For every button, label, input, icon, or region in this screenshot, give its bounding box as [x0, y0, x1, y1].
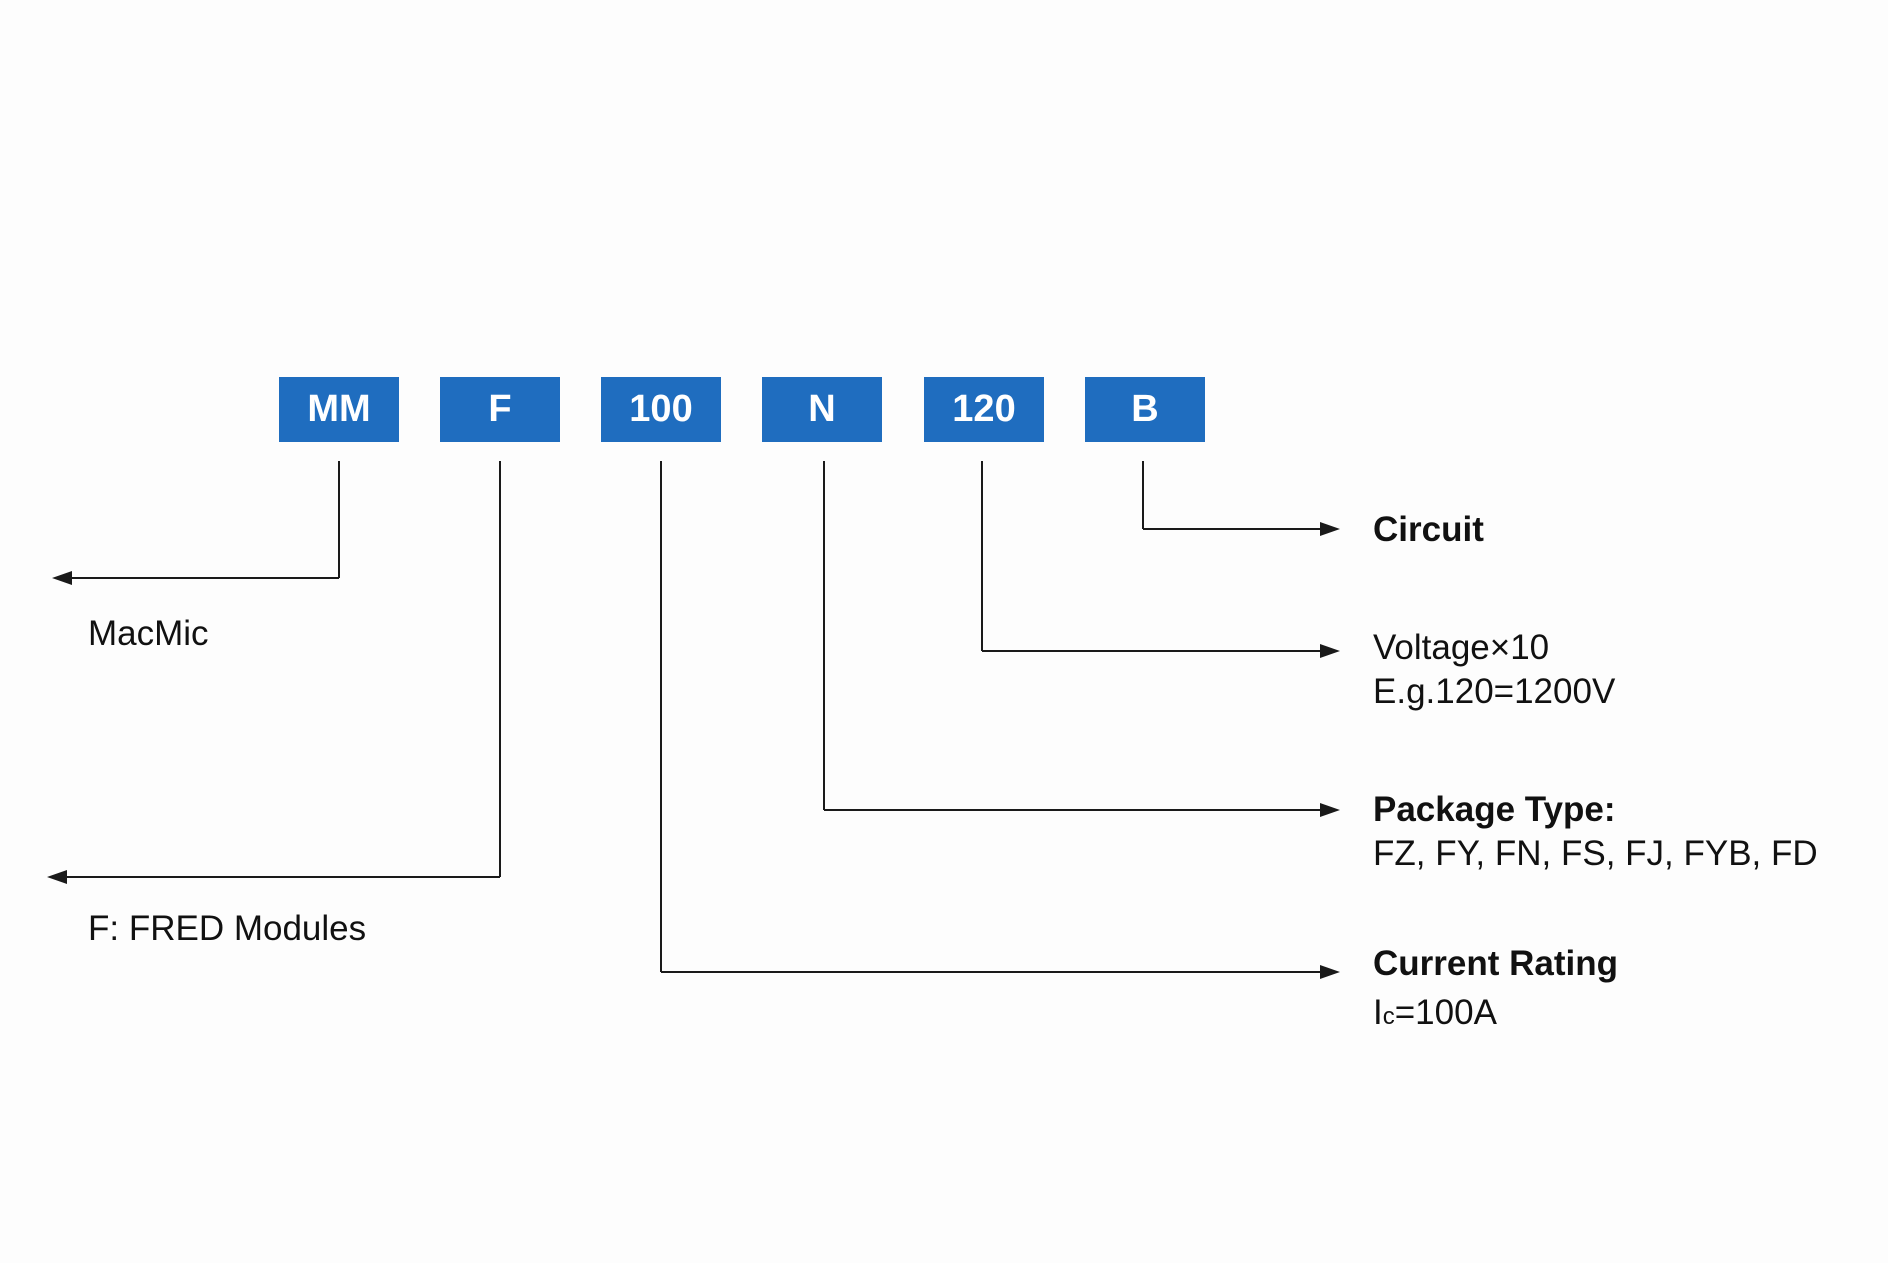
code-box-voltage: 120 — [924, 377, 1044, 442]
connector-f — [47, 461, 501, 884]
connector-voltage — [981, 461, 1340, 658]
code-box-current: 100 — [601, 377, 721, 442]
circuit-title: Circuit — [1373, 510, 1484, 549]
label-brand: MacMic — [88, 612, 209, 656]
package-title: Package Type: — [1373, 790, 1616, 829]
label-family: F: FRED Modules — [88, 907, 366, 951]
label-current: Current Rating Ic=100A — [1373, 942, 1618, 1039]
current-symbol: I — [1373, 993, 1383, 1032]
current-value-line: Ic=100A — [1373, 991, 1618, 1039]
family-text: F: FRED Modules — [88, 909, 367, 948]
connector-current — [660, 461, 1340, 979]
code-box-b: B — [1085, 377, 1205, 442]
code-box-mm: MM — [279, 377, 399, 442]
package-desc: FZ, FY, FN, FS, FJ, FYB, FD — [1373, 834, 1818, 873]
brand-text: MacMic — [88, 614, 209, 653]
connector-mm — [52, 461, 340, 585]
current-value: =100A — [1394, 993, 1497, 1032]
code-box-f: F — [440, 377, 560, 442]
label-circuit: Circuit — [1373, 508, 1484, 552]
current-title: Current Rating — [1373, 944, 1618, 983]
voltage-line1: Voltage×10 — [1373, 628, 1550, 667]
current-subscript: c — [1382, 1003, 1395, 1030]
label-voltage: Voltage×10 E.g.120=1200V — [1373, 626, 1615, 714]
connector-n — [823, 461, 1340, 817]
code-box-n: N — [762, 377, 882, 442]
label-package: Package Type: FZ, FY, FN, FS, FJ, FYB, F… — [1373, 788, 1818, 876]
connector-b — [1142, 461, 1340, 536]
voltage-line2: E.g.120=1200V — [1373, 672, 1616, 711]
